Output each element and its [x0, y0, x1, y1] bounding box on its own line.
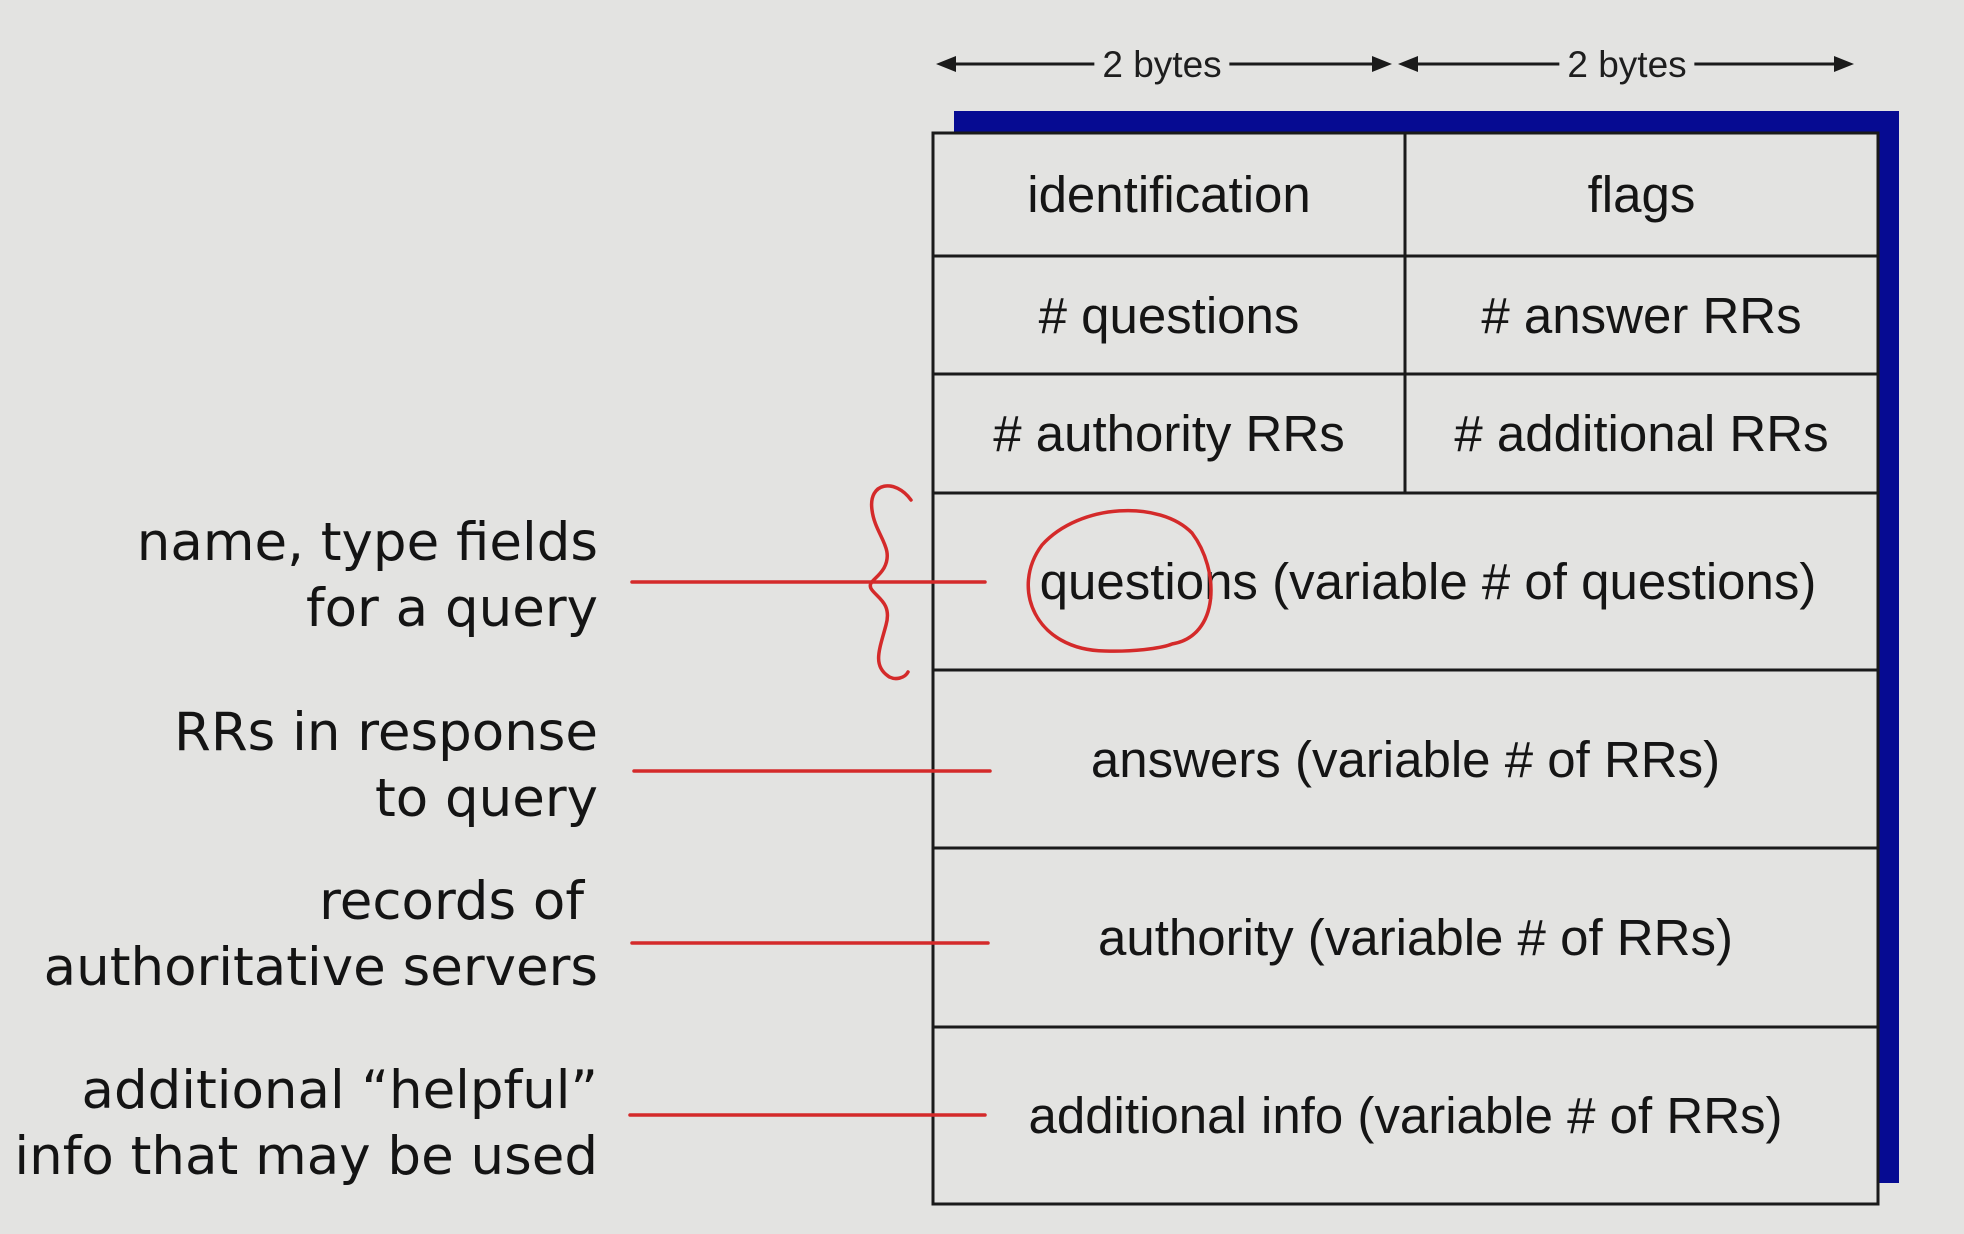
handwritten-circle	[1026, 508, 1213, 653]
questions-description-line1: name, type fields	[136, 512, 598, 573]
handwritten-brace	[868, 484, 913, 681]
num-questions-field: # questions	[933, 256, 1405, 374]
num-answer-rrs-field: # answer RRs	[1405, 256, 1878, 374]
additional-info-section: additional info (variable # of RRs)	[933, 1027, 1878, 1204]
shadow-right	[1877, 111, 1899, 1183]
additional-description-line1: additional “helpful”	[81, 1060, 598, 1121]
questions-description-line2: for a query	[305, 578, 598, 639]
authority-description-line1: records of	[319, 871, 584, 932]
questions-description: name, type fields for a query	[137, 510, 598, 642]
flags-field: flags	[1405, 133, 1878, 256]
answers-description-line1: RRs in response	[174, 702, 598, 763]
answers-section: answers (variable # of RRs)	[933, 670, 1878, 848]
authority-description-line2: authoritative servers	[43, 937, 598, 998]
num-authority-rrs-field: # authority RRs	[933, 374, 1405, 493]
left-width-label: 2 bytes	[1094, 46, 1230, 83]
right-width-label: 2 bytes	[1559, 46, 1695, 83]
additional-description: additional “helpful” info that may be us…	[14, 1058, 598, 1190]
questions-section: questions (variable # of questions)	[933, 493, 1878, 670]
authority-description: records of authoritative servers	[44, 869, 598, 1001]
shadow-top	[954, 111, 1899, 135]
authority-section: authority (variable # of RRs)	[933, 848, 1878, 1027]
identification-field: identification	[933, 133, 1405, 256]
additional-description-line2: info that may be used	[14, 1126, 598, 1187]
answers-description-line2: to query	[374, 768, 598, 829]
answers-description: RRs in response to query	[174, 700, 598, 832]
num-additional-rrs-field: # additional RRs	[1405, 374, 1878, 493]
